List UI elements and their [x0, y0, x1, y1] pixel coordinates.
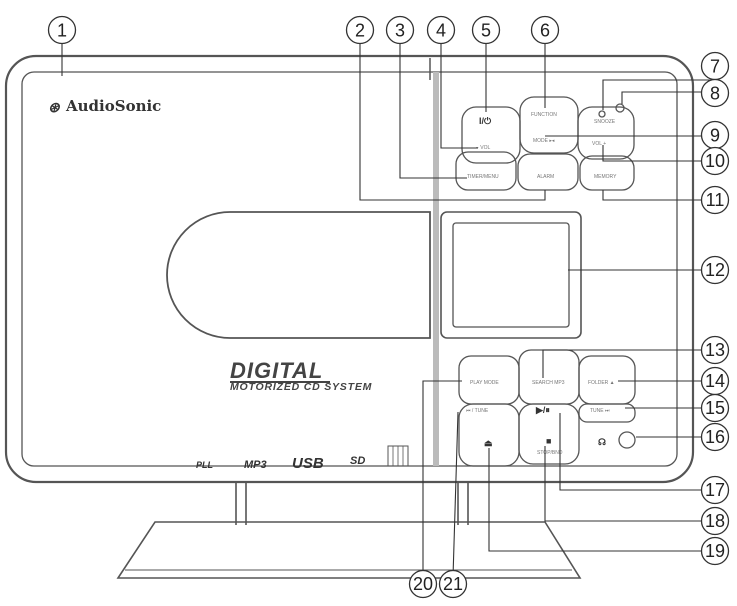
- format-logos: PLL MP3 USB SD: [196, 445, 409, 472]
- callout-13: 13: [700, 335, 730, 365]
- alarm-label: ALARM: [537, 174, 554, 180]
- upper-control-labels: I/⏻ − VOL FUNCTION MODE ▸◂ SNOOZE VOL + …: [467, 112, 617, 180]
- callout-number: 1: [57, 21, 67, 41]
- brand-name: AudioSonic: [65, 97, 161, 115]
- callout-19: 19: [700, 536, 730, 566]
- play-pause-symbol: ▶/⏸: [535, 405, 550, 415]
- device-body: [4, 54, 695, 484]
- dimmer-icon: [598, 110, 606, 118]
- tune-next-button[interactable]: [578, 403, 636, 423]
- play-mode-label: PLAY MODE: [470, 380, 499, 386]
- callout-17: 17: [700, 475, 730, 505]
- callout-number: 20: [413, 574, 433, 594]
- upper-controls: [455, 96, 635, 191]
- memory-label: MEMORY: [594, 174, 617, 180]
- function-label: FUNCTION: [531, 112, 557, 118]
- callout-number: 6: [540, 21, 550, 41]
- callout-16: 16: [700, 422, 730, 452]
- vol-plus-label: VOL +: [592, 141, 606, 147]
- callout-6: 6: [530, 15, 560, 45]
- cd-door: [166, 211, 431, 339]
- vol-minus-label: − VOL: [476, 145, 491, 151]
- timer-menu-label: TIMER/MENU: [467, 174, 499, 180]
- callout-number: 10: [705, 151, 725, 171]
- stop-icon: ■: [546, 436, 551, 446]
- snooze-vol-button-group[interactable]: [577, 106, 635, 160]
- callout-number: 16: [705, 427, 725, 447]
- callout-21: 21: [438, 569, 468, 599]
- callout-8: 8: [700, 78, 730, 108]
- memory-button[interactable]: [579, 155, 635, 191]
- function-mode-button-group[interactable]: [519, 96, 579, 154]
- ir-sensor-icon: [615, 103, 625, 113]
- callout-number: 4: [436, 21, 446, 41]
- search-mp3-button[interactable]: [518, 349, 580, 405]
- timer-menu-button[interactable]: [455, 151, 517, 191]
- leader-lines: [61, 44, 715, 578]
- lcd-display: [452, 222, 570, 328]
- callouts: 1 2 3 4 5 6 7 8 9 10 11 12 13 14 15 16 1…: [47, 15, 730, 599]
- lcd-display-frame: [440, 211, 582, 339]
- callout-number: 17: [705, 480, 725, 500]
- stop-label: STOP/BND: [537, 450, 563, 456]
- callout-18: 18: [700, 506, 730, 536]
- headphone-icon: ☊: [598, 437, 606, 447]
- model-title: DIGITAL: [230, 358, 323, 383]
- lower-control-labels: PLAY MODE SEARCH MP3 FOLDER ▲ ⏮ / TUNE ▶…: [466, 380, 615, 456]
- callout-9: 9: [700, 120, 730, 150]
- callout-number: 7: [710, 57, 720, 77]
- callout-1: 1: [47, 15, 77, 45]
- callout-number: 14: [705, 371, 725, 391]
- pll-logo: PLL: [196, 460, 213, 470]
- callout-10: 10: [700, 146, 730, 176]
- stand: [116, 482, 582, 579]
- callout-2: 2: [345, 15, 375, 45]
- folder-up-label: FOLDER ▲: [588, 380, 615, 386]
- model-subtitle: MOTORIZED CD SYSTEM: [230, 381, 372, 393]
- callout-20: 20: [408, 569, 438, 599]
- stand-base: [116, 521, 582, 579]
- tune-next-label: TUNE ⏭: [590, 408, 610, 414]
- mode-label: MODE ▸◂: [533, 138, 555, 144]
- callout-12: 12: [700, 255, 730, 285]
- callout-number: 9: [710, 126, 720, 146]
- usb-logo: USB: [292, 455, 324, 472]
- callout-number: 19: [705, 541, 725, 561]
- callout-15: 15: [700, 393, 730, 423]
- callout-number: 11: [706, 190, 725, 210]
- center-divider: [433, 72, 439, 466]
- body-outer-edge: [4, 54, 695, 484]
- mp3-logo: MP3: [244, 459, 267, 471]
- snooze-label: SNOOZE: [594, 119, 616, 125]
- callout-4: 4: [426, 15, 456, 45]
- callout-number: 5: [481, 21, 491, 41]
- callout-number: 18: [705, 511, 725, 531]
- callout-number: 3: [395, 21, 405, 41]
- eject-icon: ⏏: [484, 438, 493, 448]
- alarm-button[interactable]: [517, 153, 579, 191]
- callout-number: 13: [705, 340, 725, 360]
- callout-number: 21: [443, 574, 463, 594]
- callout-14: 14: [700, 366, 730, 396]
- search-mp3-label: SEARCH MP3: [532, 380, 565, 386]
- callout-number: 12: [705, 260, 725, 280]
- callout-5: 5: [471, 15, 501, 45]
- headphone-jack[interactable]: [618, 431, 636, 449]
- callout-3: 3: [385, 15, 415, 45]
- callout-11: 11: [700, 185, 730, 215]
- play-stop-button-group[interactable]: [518, 403, 580, 465]
- callout-7: 7: [700, 51, 730, 81]
- callout-number: 8: [710, 84, 720, 104]
- brand-icon: ⊛: [48, 99, 61, 115]
- body-inner-panel: [21, 71, 678, 467]
- callout-number: 15: [705, 398, 725, 418]
- sd-logo: SD: [350, 455, 365, 467]
- power-button-symbol: I/⏻: [479, 116, 492, 126]
- callout-number: 2: [355, 21, 365, 41]
- prev-tune-label: ⏮ / TUNE: [466, 408, 489, 414]
